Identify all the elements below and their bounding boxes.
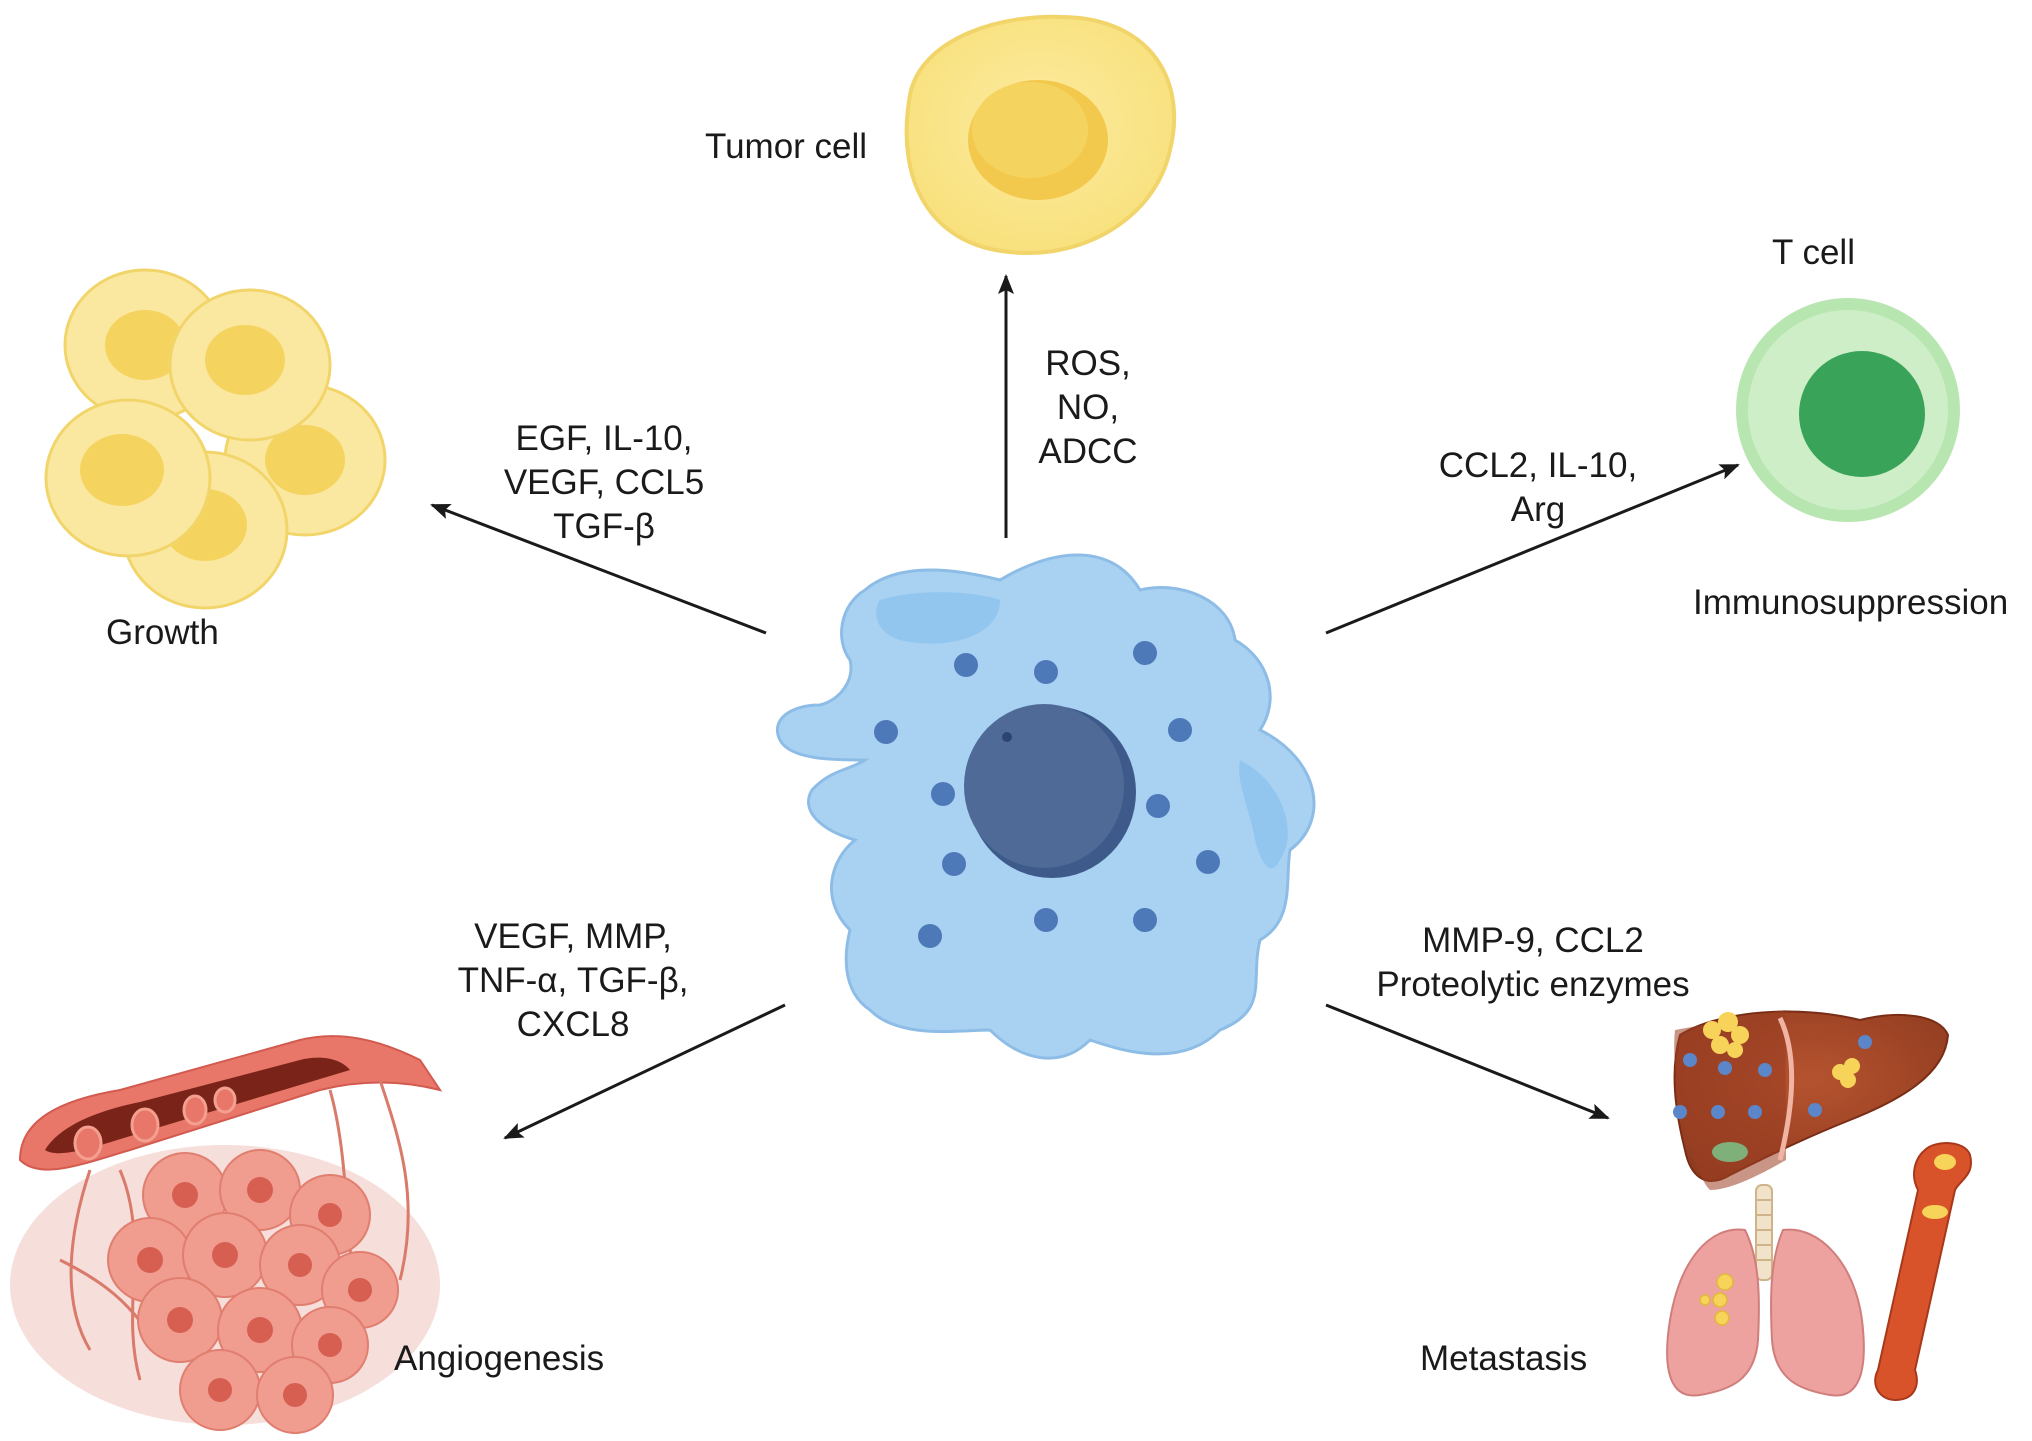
edge-label-line: VEGF, MMP, [474, 917, 672, 956]
growth-cell [168, 288, 332, 442]
tumor-mass [107, 1149, 399, 1434]
edge-label-to-angiogenesis: VEGF, MMP, TNF-α, TGF-β, CXCL8 [458, 917, 689, 1044]
growth-label: Growth [106, 613, 219, 652]
edge-label-line: ROS, [1045, 344, 1131, 383]
macrophage [776, 553, 1316, 1060]
edge-label-line: CXCL8 [517, 1005, 630, 1044]
arrow-to-growth [430, 503, 767, 635]
metastasis-illustration [1666, 1010, 1972, 1402]
edge-label-to-t-cell: CCL2, IL-10, Arg [1439, 446, 1637, 529]
edge-label-line: ADCC [1038, 432, 1137, 471]
angiogenesis-illustration [10, 1035, 443, 1434]
left-lung [1666, 1228, 1760, 1397]
edge-label-line: VEGF, CCL5 [504, 463, 704, 502]
arrow-to-metastasis [1325, 1003, 1610, 1120]
macrophage-nucleolus [1002, 732, 1012, 742]
angiogenesis-label: Angiogenesis [394, 1339, 604, 1378]
edge-label-line: TGF-β [553, 507, 655, 546]
arrow-to-angiogenesis [503, 1003, 786, 1140]
node-labels: Tumor cell T cell Growth Immunosuppressi… [106, 127, 2008, 1378]
immunosuppression-label: Immunosuppression [1693, 583, 2008, 622]
edge-label-line: EGF, IL-10, [515, 419, 692, 458]
tumor-cell-illustration [904, 14, 1177, 255]
growth-cell [44, 398, 212, 558]
macrophage-shading [876, 592, 1000, 644]
right-lung [1770, 1228, 1865, 1397]
edge-label-line: MMP-9, CCL2 [1422, 921, 1644, 960]
macrophage-right-shading [1238, 760, 1288, 869]
t-cell-label: T cell [1772, 233, 1855, 272]
arrows [430, 274, 1740, 1140]
metastasis-label: Metastasis [1420, 1339, 1587, 1378]
macrophage-nucleus [964, 704, 1124, 868]
macrophage-granules [874, 641, 1220, 948]
edge-label-line: TNF-α, TGF-β, [458, 961, 689, 1000]
edge-label-line: Arg [1511, 490, 1565, 529]
bone [1874, 1142, 1972, 1402]
t-cell-illustration [1736, 298, 1960, 522]
edge-label-line: NO, [1057, 388, 1119, 427]
tumor-cell-label: Tumor cell [705, 127, 867, 166]
edge-label-line: CCL2, IL-10, [1439, 446, 1637, 485]
edge-label-line: Proteolytic enzymes [1376, 965, 1689, 1004]
growth-illustration [44, 268, 387, 610]
arrow-to-t-cell [1325, 463, 1740, 635]
edge-label-to-tumor-cell: ROS, NO, ADCC [1038, 344, 1137, 471]
